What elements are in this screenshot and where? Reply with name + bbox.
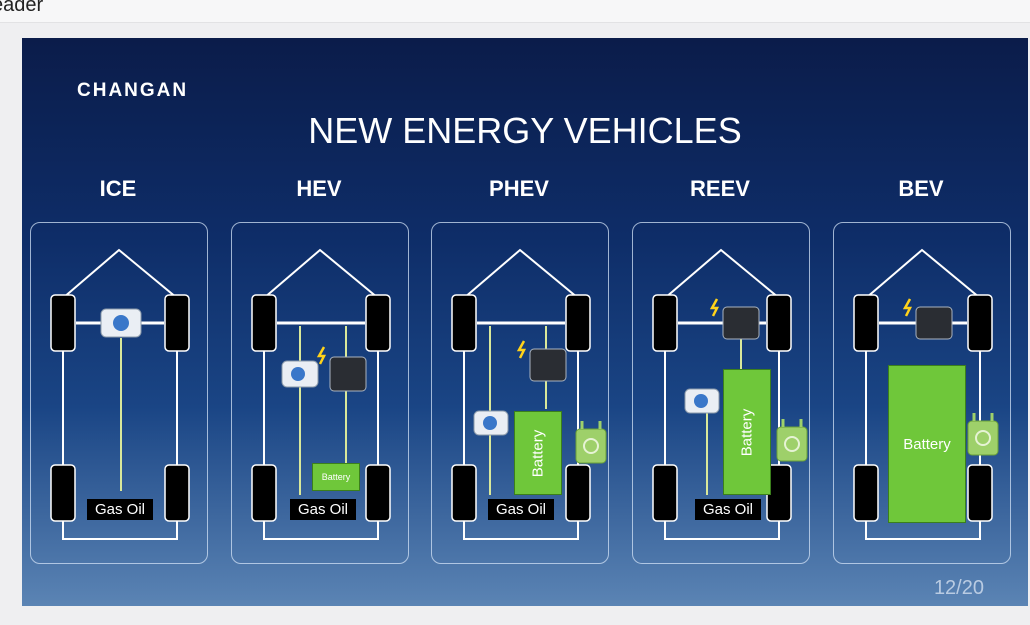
charging-plug-icon — [776, 419, 808, 462]
wheel-icon — [451, 464, 477, 522]
gas-oil-label: Gas Oil — [488, 499, 555, 520]
wheel-icon — [565, 464, 591, 522]
wheel-icon — [164, 294, 190, 352]
window-title-fragment: eader — [0, 0, 44, 16]
charging-plug-icon — [967, 413, 999, 456]
page-number: 12/20 — [933, 577, 984, 599]
wheel-icon — [853, 294, 879, 352]
brand-logo: CHANGAN — [77, 80, 189, 101]
bev-drivetrain-diagram — [853, 248, 999, 540]
wheel-icon — [565, 294, 591, 352]
gas-oil-label: Gas Oil — [695, 499, 762, 520]
wheel-icon — [967, 464, 993, 522]
wheel-icon — [451, 294, 477, 352]
wheel-icon — [853, 464, 879, 522]
charging-plug-icon — [575, 421, 607, 464]
wheel-icon — [652, 464, 678, 522]
battery-box: Battery — [888, 365, 966, 523]
engine-icon — [100, 308, 142, 338]
electric-motor-icon — [316, 346, 367, 392]
ice-drivetrain-diagram — [50, 248, 190, 540]
battery-box: Battery — [514, 411, 562, 495]
column-label-phev: PHEV — [489, 176, 549, 201]
slide-title: NEW ENERGY VEHICLES — [308, 110, 742, 151]
wheel-icon — [652, 294, 678, 352]
wheel-icon — [50, 294, 76, 352]
wheel-icon — [251, 294, 277, 352]
gas-oil-label: Gas Oil — [290, 499, 357, 520]
battery-label: Battery — [529, 429, 547, 477]
vehicle-card-hev: Battery Gas Oil — [231, 222, 409, 564]
vehicle-card-phev: Battery Gas Oil — [431, 222, 609, 564]
gas-oil-label: Gas Oil — [87, 499, 154, 520]
column-label-reev: REEV — [690, 176, 750, 201]
wheel-icon — [967, 294, 993, 352]
vehicle-card-ice: Gas Oil — [30, 222, 208, 564]
wheel-icon — [365, 294, 391, 352]
column-label-ice: ICE — [99, 176, 137, 201]
vehicle-card-bev: Battery — [833, 222, 1011, 564]
wheel-icon — [365, 464, 391, 522]
engine-icon — [473, 410, 509, 436]
wheel-icon — [164, 464, 190, 522]
window-top-bar: eader — [0, 0, 1030, 23]
electric-motor-icon — [709, 298, 760, 340]
battery-box: Battery — [723, 369, 771, 495]
presentation-slide: CHANGAN NEW ENERGY VEHICLES ICE HEV PHEV… — [22, 38, 1028, 606]
wheel-icon — [50, 464, 76, 522]
wheel-icon — [251, 464, 277, 522]
electric-motor-icon — [516, 340, 567, 382]
battery-label: Battery — [738, 408, 756, 456]
wheel-icon — [766, 294, 792, 352]
engine-icon — [684, 388, 720, 414]
reev-drivetrain-diagram — [652, 248, 808, 540]
vehicle-card-reev: Battery Gas Oil — [632, 222, 810, 564]
column-label-hev: HEV — [296, 176, 342, 201]
column-label-bev: BEV — [898, 176, 944, 201]
engine-icon — [281, 360, 319, 388]
phev-drivetrain-diagram — [451, 248, 607, 540]
hev-drivetrain-diagram — [251, 248, 391, 540]
electric-motor-icon — [902, 298, 953, 340]
battery-box: Battery — [312, 463, 360, 491]
